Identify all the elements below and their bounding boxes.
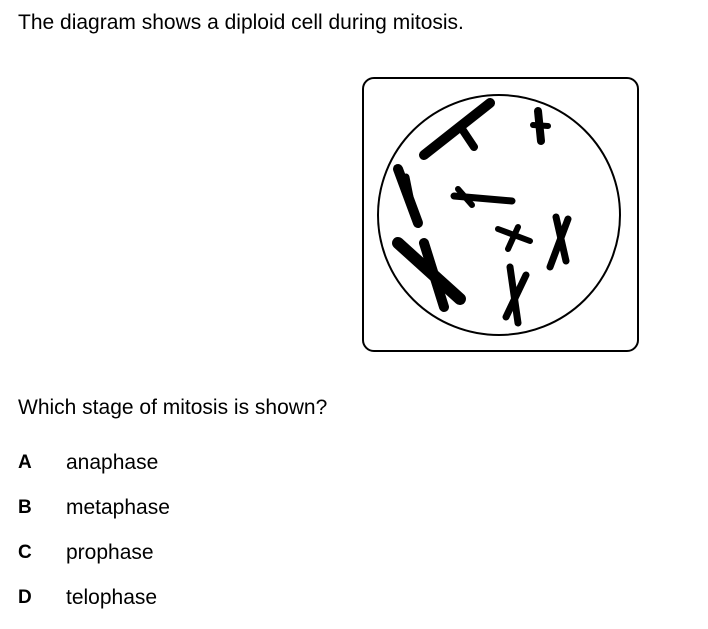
- chromatid-arm: [402, 173, 414, 201]
- chromatid-arm: [502, 271, 530, 321]
- option-letter: D: [18, 587, 32, 608]
- chromosome-shape: [502, 263, 530, 327]
- chromosome-group: [392, 98, 572, 327]
- chromosome-shape: [546, 213, 572, 271]
- chromatid-arm: [455, 186, 475, 208]
- chromatid-arm: [530, 122, 551, 129]
- option-text: metaphase: [66, 496, 170, 519]
- chromatid-arm: [458, 125, 478, 151]
- chromosome-shape: [530, 107, 551, 145]
- question-prompt: Which stage of mitosis is shown?: [18, 396, 328, 419]
- option-letter: C: [18, 542, 32, 563]
- chromosome-shape: [495, 224, 533, 252]
- cell-diagram: [362, 77, 640, 353]
- chromosome-shape: [392, 237, 466, 312]
- cell-diagram-svg: [362, 77, 639, 352]
- option-text: anaphase: [66, 451, 159, 474]
- option-text: prophase: [66, 541, 154, 564]
- diagram-frame: [362, 77, 639, 352]
- cell-membrane: [377, 94, 621, 336]
- option-text: telophase: [66, 586, 158, 609]
- chromatid-arm: [505, 224, 521, 252]
- chromosome-shape: [393, 164, 423, 228]
- option-letter: A: [18, 452, 32, 473]
- question-intro: The diagram shows a diploid cell during …: [18, 11, 464, 34]
- chromatid-arm: [546, 215, 572, 271]
- option-letter: B: [18, 497, 32, 518]
- chromatid-arm: [419, 98, 495, 160]
- chromosome-shape: [450, 186, 516, 208]
- chromatid-arm: [419, 238, 449, 312]
- chromosome-shape: [419, 98, 495, 160]
